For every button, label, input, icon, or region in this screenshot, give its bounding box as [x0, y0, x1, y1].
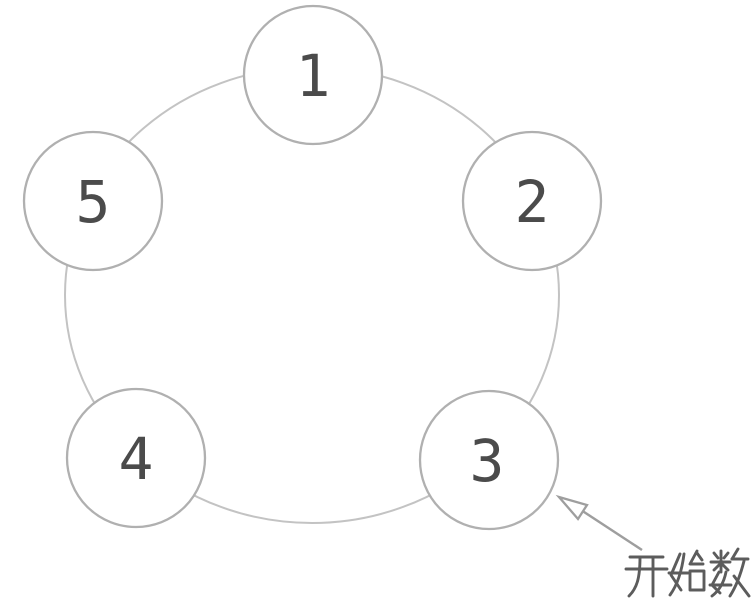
node-label-4: 4 [119, 425, 154, 493]
glyph-shu-stroke [722, 551, 730, 560]
glyph-shi-stroke [668, 552, 686, 597]
node-circle-1 [242, 4, 384, 146]
glyph-shi-stroke [669, 552, 683, 592]
node-circle-4 [65, 387, 207, 529]
glyph-shu-stroke [712, 551, 720, 560]
node-1: 1 [242, 4, 384, 146]
node-label-2: 2 [515, 168, 550, 236]
glyph-shu-stroke [719, 561, 730, 572]
arrowhead-icon [555, 494, 589, 521]
node-circle-5 [22, 130, 164, 272]
glyph-shu-stroke [730, 547, 740, 561]
start-count-label [624, 547, 751, 598]
node-circle-2 [461, 130, 603, 272]
glyph-shu-stroke [728, 559, 746, 598]
glyph-kai-stroke [627, 555, 642, 598]
node-label-1: 1 [296, 42, 331, 110]
node-5: 5 [22, 130, 164, 272]
node-label-3: 3 [470, 427, 505, 495]
glyph-shi-stroke [688, 549, 705, 566]
node-circle-3 [418, 389, 560, 531]
node-label-5: 5 [76, 168, 111, 236]
node-3: 3 [418, 389, 560, 531]
node-4: 4 [65, 387, 207, 529]
glyph-shu-stroke [732, 574, 751, 598]
arrow-shaft [580, 508, 643, 552]
glyph-shi-stroke [688, 569, 706, 592]
glyph-shi-stroke [695, 551, 704, 562]
node-2: 2 [461, 130, 603, 272]
glyph-shu-stroke [712, 561, 723, 572]
start-pointer [555, 494, 643, 552]
